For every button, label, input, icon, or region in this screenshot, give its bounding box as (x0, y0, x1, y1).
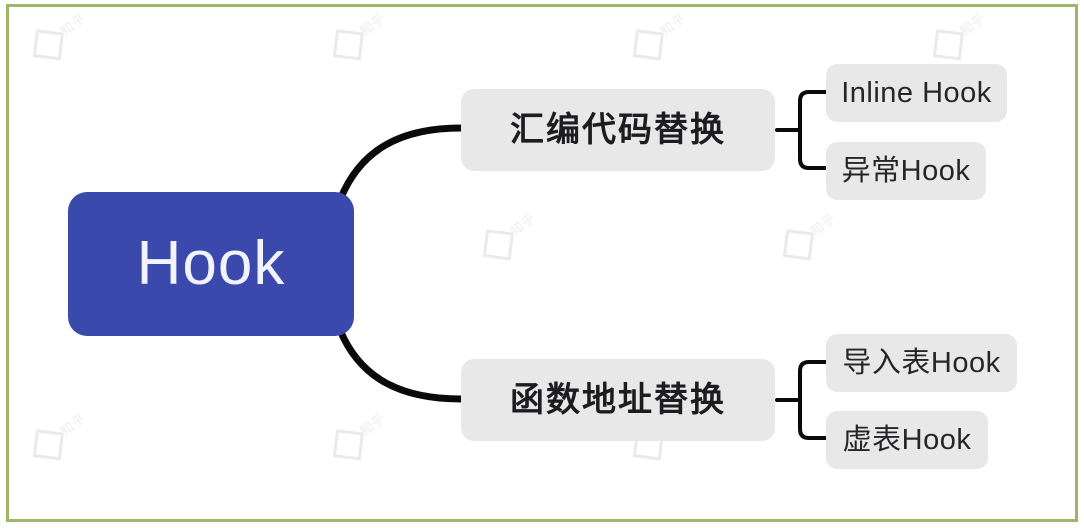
mindmap-node-root[interactable]: Hook (68, 192, 354, 336)
connector-func-bracket (798, 360, 828, 440)
watermark-glyph-icon (332, 429, 364, 461)
node-leaf-vtable-label: 虚表Hook (842, 423, 972, 456)
connector-root-to-func (336, 326, 465, 403)
watermark-text: 知乎 (957, 9, 989, 39)
watermark-mark: 知乎 (479, 205, 544, 264)
mindmap-node-assembly-code-replacement[interactable]: 汇编代码替换 (461, 89, 775, 171)
watermark-glyph-icon (32, 429, 64, 461)
mindmap-node-exception-hook[interactable]: 异常Hook (826, 142, 986, 200)
node-root-label: Hook (136, 229, 286, 298)
node-branch-func-label: 函数地址替换 (510, 381, 726, 419)
watermark-glyph-icon (632, 29, 664, 61)
connector-asm-bracket (798, 90, 828, 170)
mindmap-node-function-address-replacement[interactable]: 函数地址替换 (461, 359, 775, 441)
watermark-text: 知乎 (657, 9, 689, 39)
watermark-glyph-icon (782, 229, 814, 261)
watermark-mark: 知乎 (329, 405, 394, 464)
watermark-text: 知乎 (57, 9, 89, 39)
watermark-glyph-icon (932, 29, 964, 61)
watermark-glyph-icon (482, 229, 514, 261)
watermark-text: 知乎 (807, 209, 839, 239)
mindmap-node-import-table-hook[interactable]: 导入表Hook (826, 334, 1017, 392)
watermark-mark: 知乎 (29, 7, 94, 65)
watermark-mark: 知乎 (329, 7, 394, 65)
mindmap-node-vtable-hook[interactable]: 虚表Hook (826, 411, 988, 469)
node-leaf-exception-label: 异常Hook (841, 154, 971, 187)
watermark-glyph-icon (32, 29, 64, 61)
connector-root-to-asm (336, 124, 465, 204)
watermark-mark: 知乎 (29, 405, 94, 464)
mindmap-node-inline-hook[interactable]: Inline Hook (826, 64, 1007, 122)
node-leaf-inline-label: Inline Hook (841, 76, 992, 109)
watermark-text: 知乎 (357, 409, 389, 439)
watermark-text: 知乎 (507, 209, 539, 239)
node-branch-asm-label: 汇编代码替换 (510, 111, 726, 149)
watermark-text: 知乎 (357, 9, 389, 39)
watermark-text: 知乎 (57, 409, 89, 439)
watermark-mark: 知乎 (629, 7, 694, 65)
node-leaf-import-label: 导入表Hook (842, 346, 1001, 379)
watermark-mark: 知乎 (929, 7, 994, 65)
watermark-glyph-icon (332, 29, 364, 61)
watermark-mark: 知乎 (779, 205, 844, 264)
